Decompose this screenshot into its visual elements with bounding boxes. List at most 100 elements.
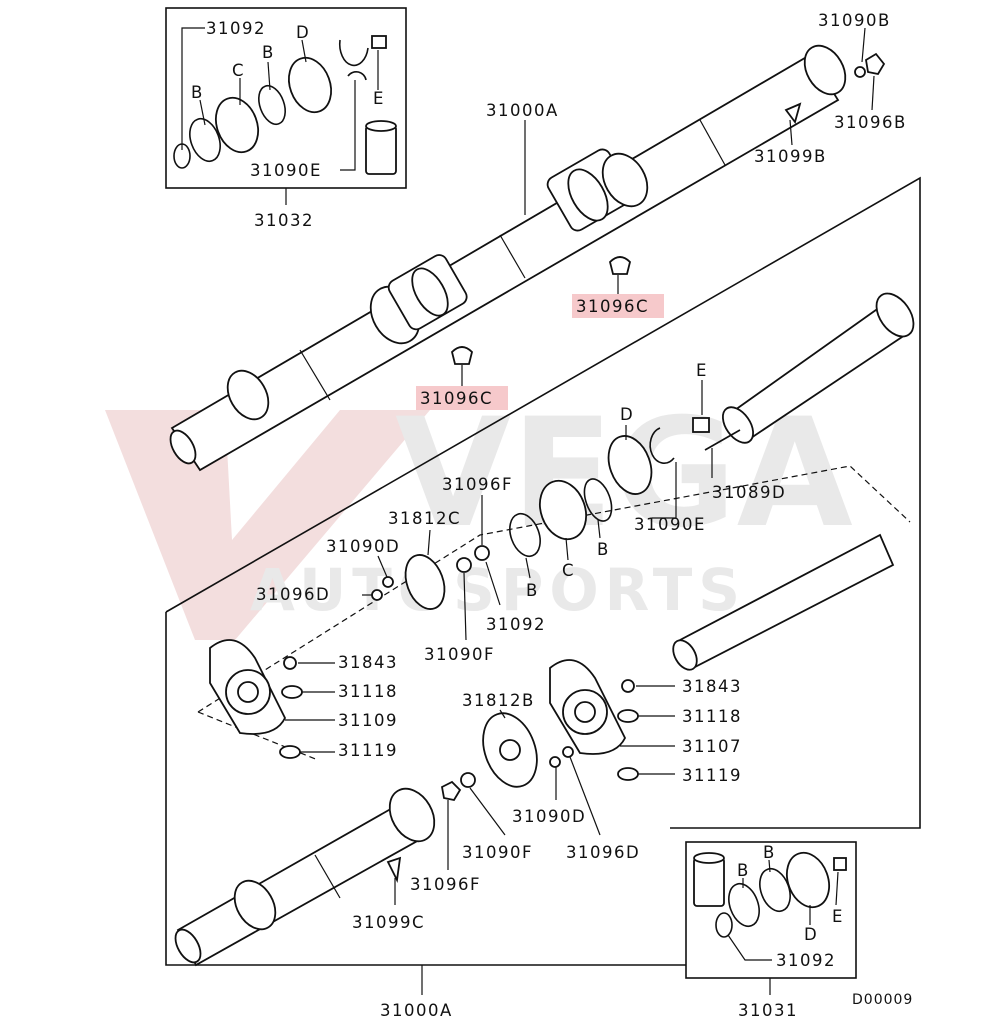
label-31119-l: 31119 (338, 741, 398, 760)
lower-ujoint-front (233, 879, 277, 931)
label-31000a-top: 31000A (486, 101, 559, 120)
washer-31119-r (617, 767, 639, 781)
label-d-3: D (804, 925, 818, 944)
highlight-31096c-a (572, 294, 664, 318)
label-31118-l: 31118 (338, 682, 398, 701)
label-31096b: 31096B (834, 113, 907, 132)
center-bearings (209, 639, 639, 802)
label-31096d-l: 31096D (256, 585, 330, 604)
inset-bottom-right-parts (693, 851, 847, 938)
nut-31090d-b (549, 756, 561, 768)
label-31096c-a: 31096C (576, 297, 649, 316)
label-31099c: 31099C (352, 913, 425, 932)
nut-31843-r (621, 679, 635, 693)
label-31092-bot: 31092 (776, 951, 836, 970)
nut-31090d-l (382, 576, 394, 588)
assembly-dash-line (197, 465, 911, 713)
label-31090e-top: 31090E (250, 161, 322, 180)
label-d-2: D (620, 405, 634, 424)
washer-31096f-top (474, 545, 490, 561)
seal-b-1 (189, 117, 221, 163)
label-31118-r: 31118 (682, 707, 742, 726)
label-31090d-l: 31090D (326, 537, 400, 556)
washer-31118-r (617, 709, 639, 723)
nut-31096b (865, 52, 886, 76)
cushion-31096c-b (451, 346, 473, 365)
label-b-4: B (526, 581, 539, 600)
label-31032: 31032 (254, 211, 314, 230)
nut-31090b (854, 66, 866, 78)
vega-logo-mark (105, 410, 430, 640)
main-frame-left-bottom (165, 612, 686, 966)
label-31096c-b: 31096C (420, 389, 493, 408)
label-31843-r: 31843 (682, 677, 742, 696)
label-b-3: B (597, 540, 610, 559)
washer-31090f (456, 557, 472, 573)
washer-31090f-b (460, 772, 476, 788)
nut-31843-l (283, 656, 297, 670)
seal-b-mid-2 (509, 512, 541, 558)
label-c-1: C (232, 61, 245, 80)
upper-flange-coupling (601, 152, 649, 208)
bolt-31099c (386, 856, 402, 884)
lower-shaft-assembly (174, 787, 436, 967)
label-b-1: B (191, 83, 204, 102)
lower-shaft-tube (176, 796, 430, 967)
flange-d-1 (288, 56, 332, 114)
seal-b-5 (728, 882, 760, 928)
label-31812b: 31812B (462, 691, 535, 710)
flange-31812c (404, 554, 446, 610)
upper-shaft-assembly (169, 44, 886, 472)
bearing-c-mid (539, 479, 587, 541)
bolt-31099b (784, 102, 802, 125)
snap-ring-mid (649, 427, 675, 464)
nut-31096f-b (440, 780, 462, 802)
callout-labels: 31092 B C B D E 31090E 31032 31000A 3109… (191, 11, 913, 1020)
vega-watermark: VEGA AUTOSPORTS (105, 387, 853, 640)
seal-b-mid (583, 478, 613, 522)
flange-d-3 (786, 851, 830, 909)
label-31843-l: 31843 (338, 653, 398, 672)
label-31107: 31107 (682, 737, 742, 756)
nut-31096d-l (371, 589, 383, 601)
grease-tube-2 (693, 857, 725, 907)
washer-31118-l (281, 685, 303, 699)
inset-top-left-parts (173, 35, 397, 175)
flange-d-mid (607, 435, 653, 495)
label-31090f-mid: 31090F (424, 645, 495, 664)
highlighted-part-callouts (416, 294, 664, 410)
label-31096f-top: 31096F (442, 475, 513, 494)
grease-tube (365, 125, 397, 175)
label-31090d-b: 31090D (512, 807, 586, 826)
label-31092-top: 31092 (206, 19, 266, 38)
label-31109: 31109 (338, 711, 398, 730)
label-31092-mid: 31092 (486, 615, 546, 634)
middle-ujoint (875, 292, 915, 338)
label-e-3: E (832, 907, 844, 926)
label-b-2: B (262, 43, 275, 62)
cushion-31096c-a (609, 256, 631, 275)
upper-ujoint-front (226, 369, 270, 421)
assembly-dash-line-2 (197, 711, 319, 761)
washer-31119-l (279, 745, 301, 759)
nut-e-mid (692, 417, 710, 433)
diagram-code: D00009 (852, 992, 913, 1008)
label-b-6: B (763, 843, 776, 862)
label-e-2: E (696, 361, 708, 380)
label-31812c: 31812C (388, 509, 461, 528)
label-31090e-mid: 31090E (634, 515, 706, 534)
main-frame-top-right (165, 176, 921, 829)
label-31089d: 31089D (712, 483, 786, 502)
bolt-31089d (704, 429, 741, 451)
label-d-1: D (296, 23, 310, 42)
label-31090b: 31090B (818, 11, 891, 30)
label-31119-r: 31119 (682, 766, 742, 785)
label-c-2: C (562, 561, 575, 580)
nut-e-1 (371, 35, 387, 49)
nut-e-3 (833, 857, 847, 871)
seal-b-2 (258, 84, 286, 126)
upper-shaft-spline-end (169, 429, 197, 465)
label-31031: 31031 (738, 1001, 798, 1020)
